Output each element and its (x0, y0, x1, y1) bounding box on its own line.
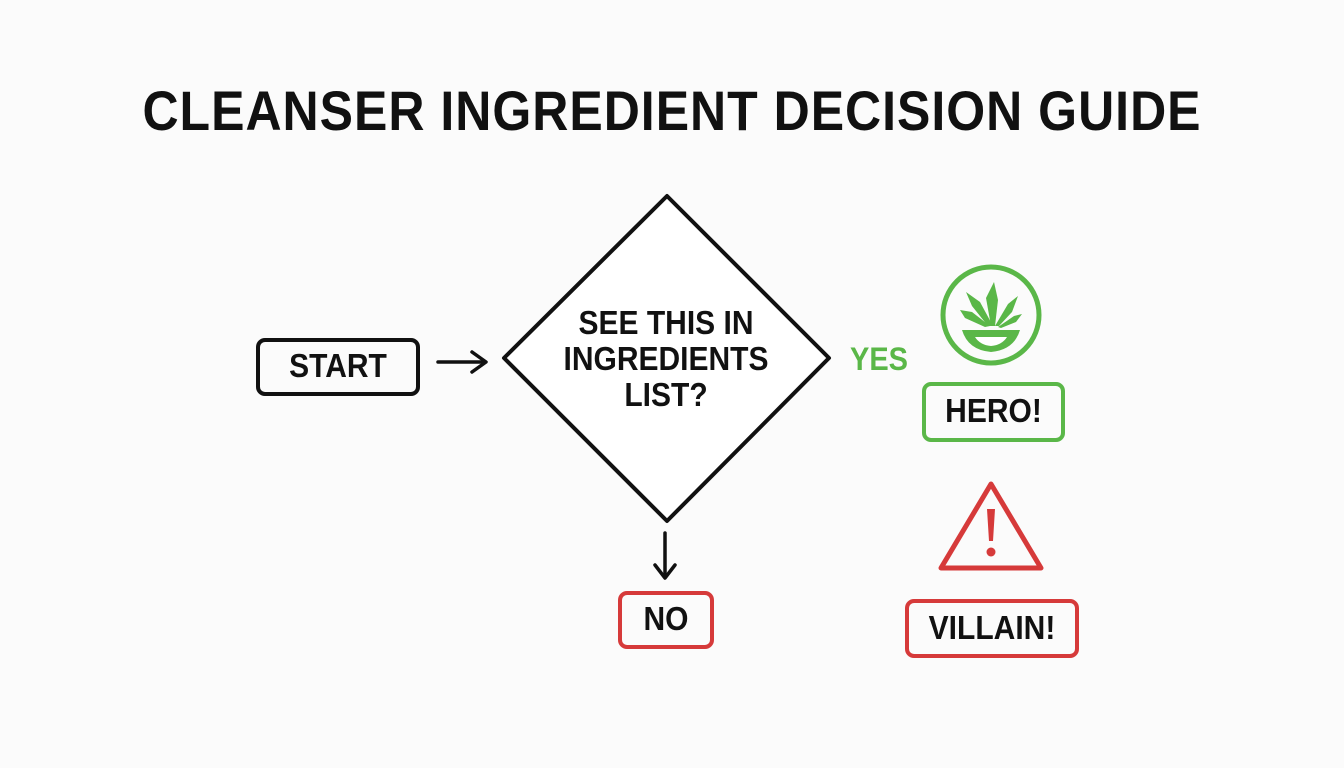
no-arrow (653, 531, 677, 580)
no-node: NO (618, 591, 714, 649)
warning-triangle-icon (938, 481, 1044, 571)
decision-line-2: INGREDIENTS (563, 340, 769, 378)
decision-line-3: LIST? (624, 376, 708, 414)
villain-label: VILLAIN! (928, 609, 1056, 647)
villain-node: VILLAIN! (905, 599, 1079, 658)
yes-branch-label: YES (850, 342, 909, 378)
aloe-plant-icon (940, 264, 1042, 366)
start-node: START (256, 338, 420, 396)
decision-line-1: SEE THIS IN (578, 304, 754, 342)
no-label: NO (643, 600, 689, 638)
start-arrow (436, 350, 488, 374)
hero-label: HERO! (945, 392, 1042, 430)
page-title: CLEANSER INGREDIENT DECISION GUIDE (142, 79, 1202, 143)
start-label: START (289, 347, 387, 385)
decision-question: SEE THIS IN INGREDIENTS LIST? (548, 304, 784, 414)
decision-diamond (502, 194, 831, 523)
hero-node: HERO! (922, 382, 1065, 442)
